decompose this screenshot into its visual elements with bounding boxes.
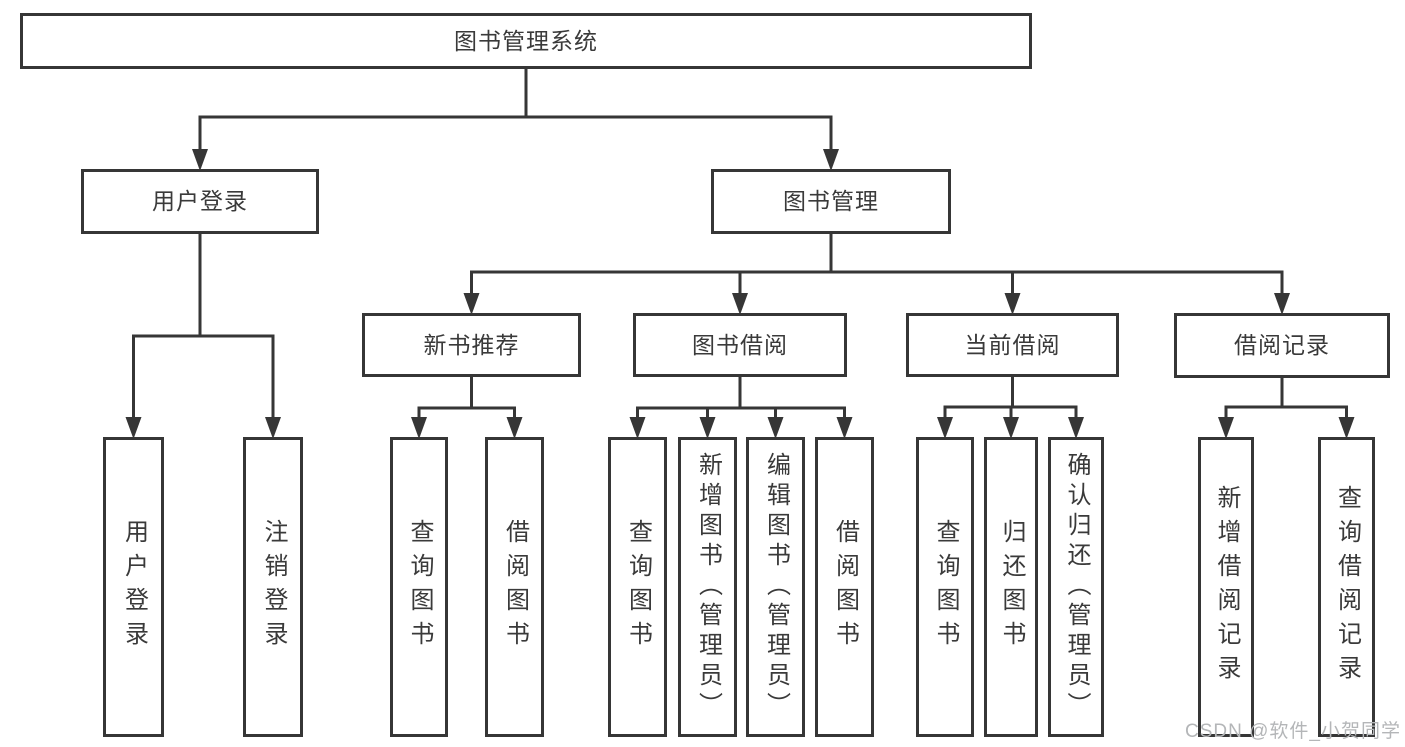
arrowhead-icon (1068, 417, 1084, 439)
node-root: 图书管理系统 (20, 13, 1032, 69)
node-rec-borrow: 借阅图书 (485, 437, 544, 737)
node-label: 当前借阅 (964, 331, 1061, 358)
node-label: 查询图书 (932, 519, 959, 655)
node-borrow-records: 借阅记录 (1174, 313, 1390, 378)
node-label: 查询图书 (624, 519, 652, 655)
arrowhead-icon (823, 149, 839, 171)
node-login: 用户登录 (103, 437, 164, 737)
node-label: 查询图书 (406, 519, 433, 655)
node-cb-return: 归还图书 (984, 437, 1038, 737)
node-label: 新增借阅记录 (1213, 485, 1240, 689)
node-label: 借阅记录 (1234, 332, 1330, 358)
arrowhead-icon (265, 417, 281, 439)
node-br-add: 新增借阅记录 (1198, 437, 1254, 737)
arrowhead-icon (937, 417, 953, 439)
node-label: 新增图书（管理员） (694, 452, 722, 722)
node-label: 编辑图书（管理员） (762, 452, 790, 722)
arrowhead-icon (411, 417, 427, 439)
node-new-book-rec: 新书推荐 (362, 313, 581, 377)
arrowhead-icon (192, 149, 208, 171)
node-label: 图书管理 (783, 188, 879, 214)
node-bb-query: 查询图书 (608, 437, 667, 737)
node-label: 图书管理系统 (454, 27, 598, 54)
node-rec-query: 查询图书 (390, 437, 448, 737)
node-cb-confirm: 确认归还（管理员） (1048, 437, 1104, 737)
node-label: 借阅图书 (831, 519, 859, 655)
node-logout: 注销登录 (243, 437, 303, 737)
node-cb-query: 查询图书 (916, 437, 974, 737)
node-bb-edit: 编辑图书（管理员） (746, 437, 805, 737)
arrowhead-icon (1004, 293, 1021, 315)
node-label: 图书借阅 (692, 331, 788, 358)
node-label: 注销登录 (260, 519, 287, 655)
node-label: 查询借阅记录 (1333, 485, 1361, 689)
arrowhead-icon (1003, 417, 1019, 439)
node-book-mgmt: 图书管理 (711, 169, 951, 234)
arrowhead-icon (463, 293, 480, 315)
arrowhead-icon (699, 417, 716, 439)
arrowhead-icon (1338, 417, 1355, 439)
node-label: 借阅图书 (501, 519, 529, 655)
arrowhead-icon (767, 417, 784, 439)
node-bb-add: 新增图书（管理员） (678, 437, 737, 737)
node-book-borrow: 图书借阅 (633, 313, 847, 377)
node-user-login: 用户登录 (81, 169, 319, 234)
node-label: 用户登录 (152, 188, 248, 214)
node-bb-borrow: 借阅图书 (815, 437, 874, 737)
node-current-borrow: 当前借阅 (906, 313, 1119, 377)
arrowhead-icon (1274, 293, 1290, 315)
node-label: 归还图书 (998, 519, 1025, 655)
node-label: 用户登录 (120, 519, 148, 655)
watermark: CSDN @软件_小贺同学 (1185, 721, 1401, 742)
node-label: 确认归还（管理员） (1063, 452, 1090, 722)
arrowhead-icon (125, 417, 142, 439)
arrowhead-icon (1218, 417, 1234, 439)
arrowhead-icon (629, 417, 646, 439)
arrowhead-icon (506, 417, 523, 439)
node-label: 新书推荐 (423, 331, 520, 358)
arrowhead-icon (732, 293, 748, 315)
arrowhead-icon (836, 417, 853, 439)
node-br-query: 查询借阅记录 (1318, 437, 1375, 737)
